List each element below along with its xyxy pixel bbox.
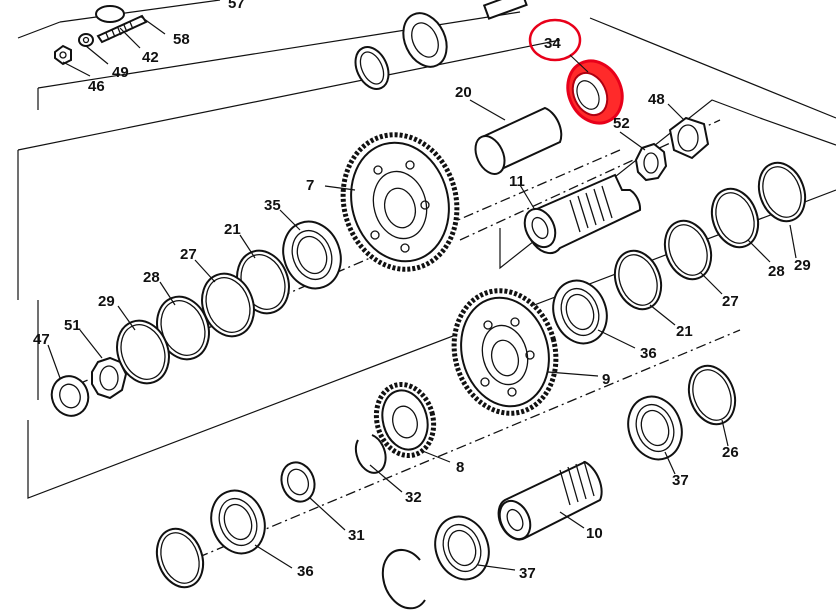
label-36-upper: 36 <box>640 345 657 362</box>
nut-48 <box>668 116 710 160</box>
bearing-36-upper <box>552 279 608 345</box>
label-21-right: 21 <box>676 323 693 340</box>
top-partial-parts <box>95 0 528 90</box>
sleeve-20 <box>474 106 563 175</box>
label-36-lower: 36 <box>297 563 314 580</box>
rings-upper <box>116 249 290 385</box>
gear-7 <box>340 132 460 272</box>
label-37-lower: 37 <box>519 565 536 582</box>
ring-lower-left <box>155 527 205 589</box>
shaft-10 <box>497 460 603 541</box>
label-9: 9 <box>602 371 610 388</box>
circlip-32 <box>354 434 387 474</box>
label-29-upper: 29 <box>98 293 115 310</box>
label-8: 8 <box>456 459 464 476</box>
label-57: 57 <box>228 0 245 12</box>
highlight-circle <box>528 18 582 62</box>
bearing-37-upper <box>627 395 683 461</box>
washer-52 <box>634 142 668 182</box>
part-labels: 57 58 42 49 46 34 20 48 52 7 11 35 21 27… <box>33 0 811 582</box>
shaft-11 <box>523 173 642 255</box>
label-28-upper: 28 <box>143 269 160 286</box>
label-27-upper: 27 <box>180 246 197 263</box>
label-7: 7 <box>306 177 314 194</box>
bearing-35 <box>282 220 342 290</box>
leader-lines <box>47 15 797 571</box>
rings-right <box>613 161 807 311</box>
collar-31 <box>280 461 316 503</box>
label-42: 42 <box>142 49 159 66</box>
label-10: 10 <box>586 525 603 542</box>
washer-51 <box>91 356 128 400</box>
ring-26 <box>687 364 737 426</box>
label-37-upper: 37 <box>672 472 689 489</box>
label-48: 48 <box>648 91 665 108</box>
label-58: 58 <box>173 31 190 48</box>
label-52: 52 <box>613 115 630 132</box>
label-11: 11 <box>509 173 525 190</box>
label-47: 47 <box>33 331 50 348</box>
label-26: 26 <box>722 444 739 461</box>
label-34: 34 <box>544 35 561 52</box>
label-28-right: 28 <box>768 263 785 280</box>
label-35: 35 <box>264 197 281 214</box>
label-31: 31 <box>348 527 365 544</box>
circlip-bottom <box>381 548 426 610</box>
label-49: 49 <box>112 64 129 81</box>
label-27-right: 27 <box>722 293 739 310</box>
bearing-34-highlighted <box>528 18 624 125</box>
label-21-upper: 21 <box>224 221 241 238</box>
bearing-36-lower <box>210 489 266 555</box>
bearing-37-lower <box>434 515 490 581</box>
label-46: 46 <box>88 78 105 95</box>
label-20: 20 <box>455 84 472 101</box>
label-32: 32 <box>405 489 422 506</box>
gear-8 <box>373 381 437 459</box>
label-51: 51 <box>64 317 81 334</box>
label-29-right: 29 <box>794 257 811 274</box>
gear-9 <box>451 288 559 416</box>
nut-47 <box>50 375 90 417</box>
